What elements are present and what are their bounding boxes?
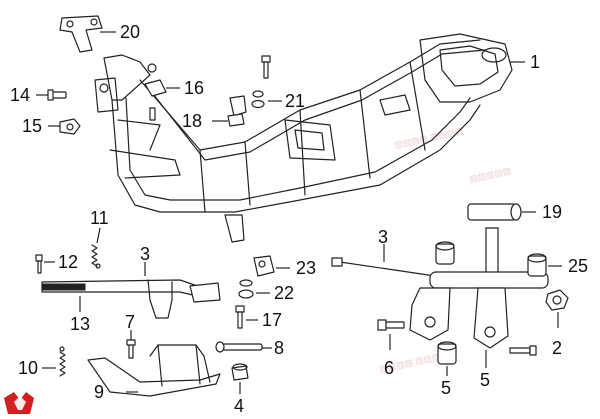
callout-2: 2 — [552, 338, 562, 358]
callout-23: 22 — [274, 283, 294, 303]
part-19-sensor: 18 — [182, 95, 247, 131]
part-13-bolt: 12 — [35, 252, 78, 274]
part-bolt-small — [509, 345, 537, 356]
part-9-pin: 8 — [215, 338, 284, 358]
callout-16: 15 — [22, 116, 42, 136]
part-18-bolt: 17 — [235, 305, 282, 330]
part-3-long-bolt: 3 — [331, 227, 436, 277]
callout-12: 11 — [90, 208, 109, 228]
part-4-bushing: 4 — [231, 363, 249, 416]
part-15-bolt: 14 — [10, 85, 67, 105]
callout-14: 13 — [70, 314, 90, 334]
main-frame: 1 — [94, 33, 540, 243]
callout-21: 20 — [120, 22, 140, 42]
part-14-side-stand: 13 3 — [41, 244, 221, 334]
callout-13: 12 — [58, 252, 78, 272]
part-12-spring: 11 — [90, 208, 109, 269]
part-17-clip: 16 — [144, 78, 204, 121]
part-8-bolt: 7 — [125, 312, 136, 359]
part-24-sensor: 23 — [253, 255, 316, 278]
part-16-nut: 15 — [22, 116, 81, 136]
callout-24: 23 — [296, 258, 316, 278]
callout-19: 18 — [182, 111, 202, 131]
part-5-engine-hanger: 5 — [409, 227, 549, 390]
part-6-bushing: 5 — [437, 341, 457, 398]
part-22-bolt: 21 — [251, 55, 305, 111]
part-7-bolt: 6 — [377, 319, 405, 378]
callout-5: 5 — [480, 370, 490, 390]
callout-7: 6 — [384, 358, 394, 378]
part-2-nut: 2 — [545, 289, 569, 358]
callout-8: 7 — [125, 312, 135, 332]
part-10-center-stand: 9 — [87, 344, 221, 402]
part-23-washer: 22 — [238, 279, 294, 303]
callout-9: 8 — [274, 338, 284, 358]
callout-15: 14 — [10, 85, 30, 105]
callout-18: 17 — [262, 310, 282, 330]
callout-3-upper: 3 — [140, 244, 150, 264]
callout-3-lower: 3 — [378, 227, 388, 247]
part-20-spacer: 19 — [467, 202, 562, 222]
callout-11: 10 — [18, 358, 38, 378]
callout-25: 25 — [568, 256, 588, 276]
part-21-bracket: 20 — [59, 15, 140, 53]
svg-text:▨▨▨▨ ▨▨▨▨: ▨▨▨▨ ▨▨▨▨ — [393, 126, 464, 150]
brand-logo — [4, 392, 34, 414]
callout-10: 9 — [94, 382, 104, 402]
callout-4: 4 — [234, 396, 244, 416]
callout-1: 1 — [530, 52, 540, 72]
part-25-bushing: 25 — [527, 253, 588, 277]
callout-22: 21 — [285, 91, 305, 111]
callout-20: 19 — [542, 202, 562, 222]
callout-6: 5 — [441, 378, 451, 398]
part-11-spring: 10 — [18, 346, 66, 378]
callout-17: 16 — [184, 78, 204, 98]
svg-text:▨▨▨▨▨: ▨▨▨▨▨ — [468, 165, 512, 184]
